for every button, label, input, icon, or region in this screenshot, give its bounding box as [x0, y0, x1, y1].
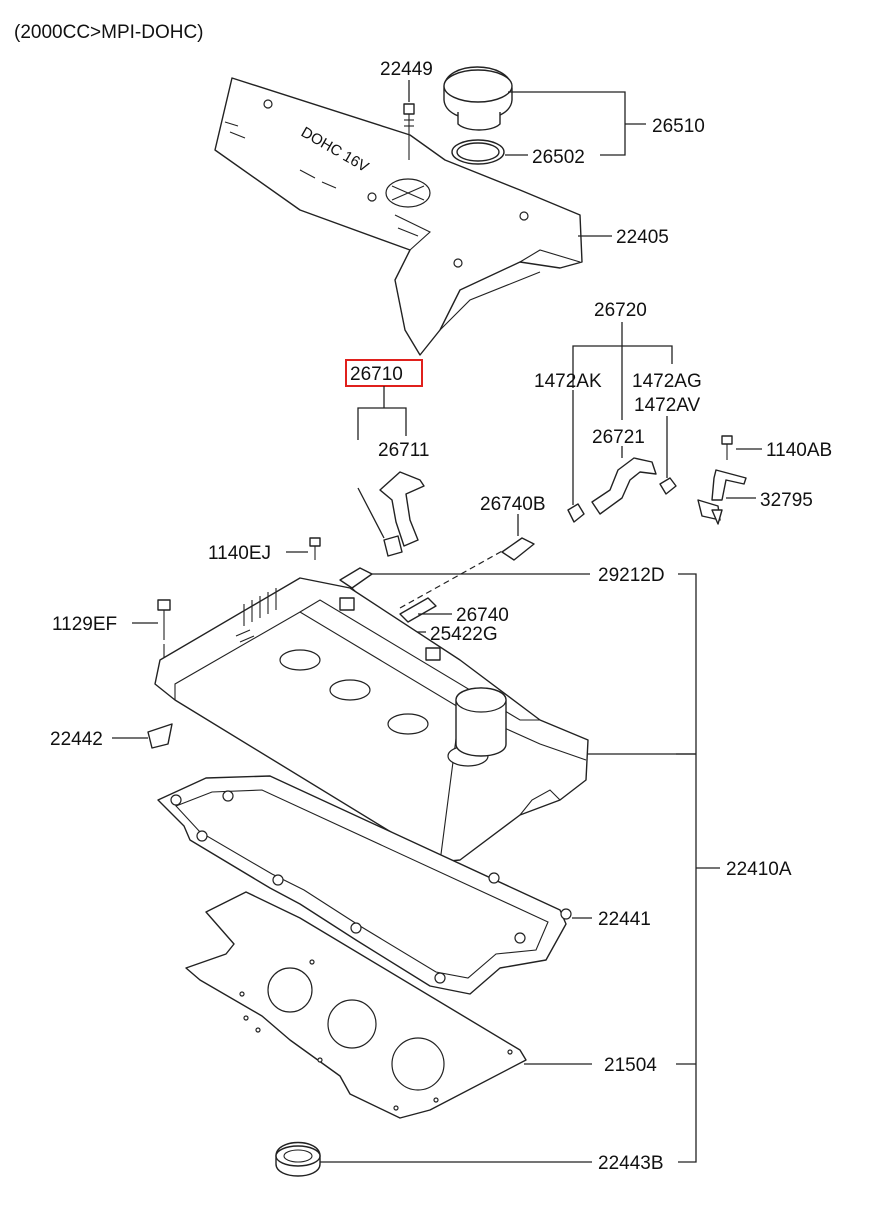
bolt-1140AB: [721, 435, 733, 460]
label-22449: 22449: [380, 59, 433, 80]
label-26721: 26721: [592, 427, 645, 448]
label-32795: 32795: [760, 490, 813, 511]
connector-29212D: [339, 567, 373, 589]
label-26510: 26510: [652, 116, 705, 137]
label-1140EJ: 1140EJ: [208, 543, 271, 564]
label-26740: 26740: [456, 605, 509, 626]
label-26711: 26711: [378, 440, 429, 461]
label-1140AB: 1140AB: [766, 440, 832, 461]
breather-hose-26711: [379, 471, 425, 557]
label-22441: 22441: [598, 909, 651, 930]
baffle-plate-21504: [185, 891, 527, 1119]
label-26710: 26710: [350, 364, 403, 385]
engine-spec-title: (2000CC>MPI-DOHC): [14, 22, 204, 43]
label-1129EF: 1129EF: [52, 614, 117, 635]
label-22405: 22405: [616, 227, 669, 248]
hose-26740B: [501, 537, 535, 561]
label-1472AV: 1472AV: [634, 395, 701, 416]
hose-26740: [399, 597, 437, 623]
label-21504: 21504: [604, 1055, 657, 1076]
bolt-22449: [403, 103, 415, 160]
label-1472AK: 1472AK: [534, 371, 602, 392]
label-22410A: 22410A: [726, 859, 792, 880]
label-26502: 26502: [532, 147, 585, 168]
clip-22442: [147, 723, 173, 749]
label-26720: 26720: [594, 300, 647, 321]
label-26740B: 26740B: [480, 494, 546, 515]
label-1472AG: 1472AG: [632, 371, 702, 392]
label-22442: 22442: [50, 729, 103, 750]
engine-cover-22405: DOHC 16V: [214, 77, 583, 356]
bracket-32795: [697, 469, 747, 525]
plug-22443B: [275, 1141, 321, 1177]
pcv-hose-26721: [567, 457, 677, 523]
o-ring-26502: [451, 139, 505, 165]
label-22443B: 22443B: [598, 1153, 664, 1174]
bolt-1140EJ: [309, 537, 321, 560]
oil-filler-cap-26510: [443, 66, 513, 131]
label-29212D: 29212D: [598, 565, 665, 586]
head-cover-22410A: [154, 577, 589, 863]
label-25422G: 25422G: [430, 624, 498, 645]
gasket-22441: [157, 775, 572, 995]
